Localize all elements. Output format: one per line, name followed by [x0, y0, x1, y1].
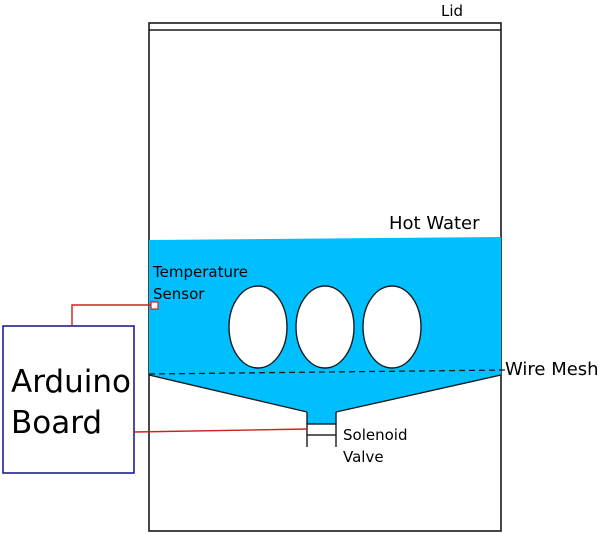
sensor-wire	[71, 304, 151, 326]
egg-3	[362, 285, 422, 369]
lid-label: Lid	[441, 2, 463, 20]
funnel-left-edge	[148, 374, 308, 413]
arduino-label-line2: Board	[11, 405, 102, 441]
temperature-sensor	[150, 301, 159, 310]
hot-water-label: Hot Water	[389, 213, 480, 234]
egg-2	[295, 285, 355, 369]
arduino-board	[2, 325, 135, 474]
solenoid-valve	[306, 423, 337, 436]
temperature-sensor-label-line2: Sensor	[153, 285, 205, 303]
solenoid-label-line2: Valve	[343, 448, 384, 466]
funnel-right-edge	[335, 374, 502, 413]
arduino-label-line1: Arduino	[11, 364, 131, 400]
solenoid-wire	[133, 428, 308, 433]
solenoid-label-line1: Solenoid	[343, 426, 407, 444]
temperature-sensor-label-line1: Temperature	[152, 263, 248, 281]
egg-1	[228, 285, 288, 369]
wire-mesh-label: Wire Mesh	[505, 359, 599, 380]
